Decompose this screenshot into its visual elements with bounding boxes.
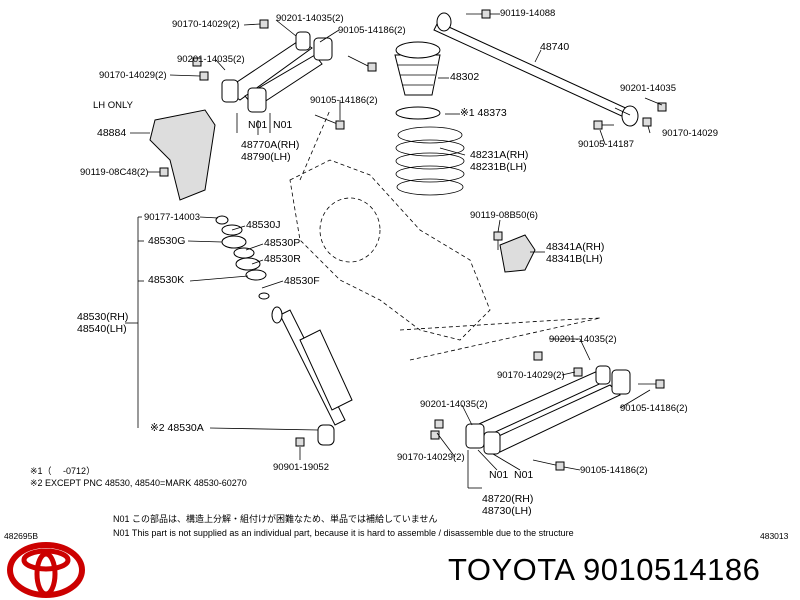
label-48770: 48770A(RH): [241, 139, 300, 151]
label-48884: 48884: [97, 127, 127, 139]
label-lh-only: LH ONLY: [93, 100, 133, 111]
label-n01-b: N01: [273, 119, 293, 131]
label-90170-14029-a: 90170-14029(2): [172, 19, 240, 30]
label-90105-14186-c: 90105-14186(2): [620, 403, 688, 414]
label-248530a: ※2 48530A: [150, 422, 204, 434]
label-n01-c: N01: [489, 469, 509, 481]
label-90170-14029-e: 90170-14029(2): [397, 452, 465, 463]
diagram-code-right: 483013: [760, 531, 789, 541]
label-148373: ※1 48373: [460, 107, 507, 119]
label-90201-14035-e: 90201-14035(2): [420, 399, 488, 410]
note-n01-jp: N01 この部品は、構造上分解・組付けが困難なため、単品では補給していません: [113, 514, 438, 524]
label-48540-lh: 48540(LH): [77, 323, 127, 335]
label-90170-14029-b: 90170-14029(2): [99, 70, 167, 81]
label-90901-19052: 90901-19052: [273, 462, 329, 473]
label-90201-14035-d: 90201-14035(2): [549, 334, 617, 345]
label-90105-14186-b: 90105-14186(2): [310, 95, 378, 106]
leader-lines: [125, 13, 663, 489]
note-n01-en: N01 This part is not supplied as an indi…: [113, 528, 574, 538]
label-48231b: 48231B(LH): [470, 161, 527, 173]
label-90105-14186-a: 90105-14186(2): [338, 25, 406, 36]
upper-control-arm-48770: [221, 31, 333, 113]
label-48341a: 48341A(RH): [546, 241, 605, 253]
lower-control-arm-48720: [465, 365, 631, 455]
label-90170-14029-c: 90170-14029: [662, 128, 718, 139]
label-48530j: 48530J: [246, 219, 281, 231]
label-90119-08b50: 90119-08B50(6): [470, 210, 538, 221]
lateral-rod-48740: [433, 12, 639, 127]
bracket-48341: [499, 234, 536, 273]
label-48720: 48720(RH): [482, 493, 534, 505]
brand-part-number: TOYOTA 9010514186: [448, 552, 761, 587]
label-90119-14088: 90119-14088: [500, 8, 556, 19]
label-90105-14187: 90105-14187: [578, 139, 634, 150]
label-48530k: 48530K: [148, 274, 185, 286]
label-n01-a: N01: [248, 119, 268, 131]
axle-housing: [289, 109, 601, 361]
label-90201-14035-a: 90201-14035(2): [276, 13, 344, 24]
label-48530g: 48530G: [148, 235, 186, 247]
note-1: ※1（ -0712）: [30, 466, 96, 476]
bracket-48884: [149, 109, 216, 201]
toyota-logo: [7, 542, 85, 598]
bump-stopper-48302: [394, 41, 441, 96]
label-48530p: 48530P: [264, 237, 301, 249]
label-90201-14035-b: 90201-14035(2): [177, 54, 245, 65]
label-48530f: 48530F: [284, 275, 320, 287]
label-48790: 48790(LH): [241, 151, 291, 163]
label-90201-14035-c: 90201-14035: [620, 83, 676, 94]
label-90177-14003: 90177-14003: [144, 212, 200, 223]
label-48341b: 48341B(LH): [546, 253, 603, 265]
label-48530r: 48530R: [264, 253, 301, 265]
label-90119-08c48: 90119-08C48(2): [80, 167, 149, 178]
coil-spring-48231: [395, 126, 465, 196]
shock-absorber-48530: [271, 306, 353, 446]
label-48740: 48740: [540, 41, 570, 53]
label-48730: 48730(LH): [482, 505, 532, 517]
label-90170-14029-d: 90170-14029(2): [497, 370, 565, 381]
label-90105-14186-d: 90105-14186(2): [580, 465, 648, 476]
diagram-code-left: 482695B: [4, 531, 39, 541]
insulator-48373: [395, 106, 441, 120]
note-2: ※2 EXCEPT PNC 48530, 48540=MARK 48530-60…: [30, 478, 247, 488]
label-n01-d: N01: [514, 469, 534, 481]
label-48231a: 48231A(RH): [470, 149, 529, 161]
label-48530-rh: 48530(RH): [77, 311, 129, 323]
label-48302: 48302: [450, 71, 480, 83]
